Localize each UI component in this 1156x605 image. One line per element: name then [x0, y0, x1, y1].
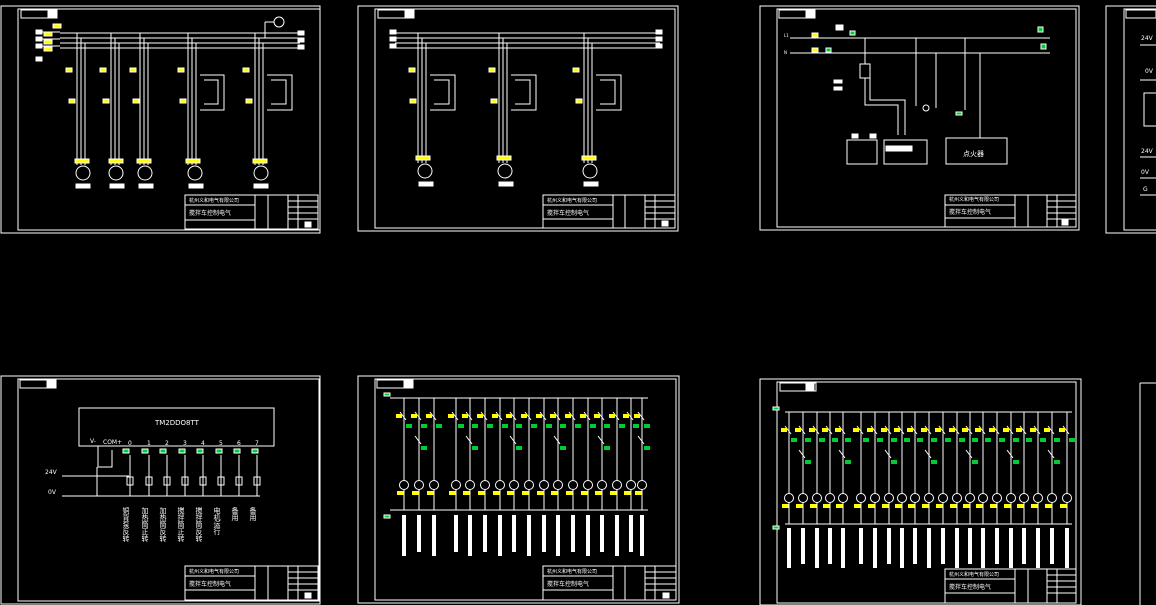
sheet-5-company: 杭州义和电气有限公司: [189, 568, 239, 575]
sheet-3-company: 杭州义和电气有限公司: [949, 196, 999, 203]
plc-output-0: 铜背泵反转: [122, 506, 130, 543]
sheet-4-24v-top: 24V: [1141, 35, 1154, 42]
sheet-6-drawing-title: 搅拌车控制电气: [547, 580, 589, 588]
plc-output-6: 备用: [231, 506, 239, 522]
sheet-6-company: 杭州义和电气有限公司: [547, 568, 597, 575]
plc-terminal-5: 5: [219, 440, 223, 447]
sheet-2-power-circuit[interactable]: [357, 5, 679, 232]
plc-terminal-2: 2: [165, 440, 169, 447]
sheet-5-drawing-title: 搅拌车控制电气: [189, 580, 231, 588]
sheet-3-igniter-label: 点火器: [963, 150, 984, 158]
sheet-2-company: 杭州义和电气有限公司: [547, 197, 597, 204]
sheet-7-drawing-title: 搅拌车控制电气: [949, 583, 991, 591]
plc-terminal-0: 0: [128, 440, 132, 447]
plc-terminal-4: 4: [201, 440, 205, 447]
sheet-1-company: 杭州义和电气有限公司: [189, 197, 239, 204]
plc-output-1: 加热筒正转: [141, 506, 149, 543]
sheet-3-line-l: L1: [784, 33, 789, 38]
sheet-4-0v-top: 0V: [1145, 68, 1154, 75]
plc-output-7: 备用: [249, 506, 257, 522]
sheet-6-relay-ladder[interactable]: [357, 375, 680, 604]
sheet-3-line-n: N: [784, 50, 787, 55]
plc-output-5: 电机运行: [213, 506, 221, 536]
plc-v-minus: V-: [90, 438, 96, 445]
plc-24v: 24V: [45, 469, 58, 476]
sheet-8-partial[interactable]: [1139, 382, 1156, 605]
plc-output-3: 搅拌筒正转: [177, 506, 185, 543]
sheet-1-drawing-title: 搅拌车控制电气: [189, 209, 231, 217]
sheet-3-igniter-circuit[interactable]: [759, 5, 1080, 231]
sheet-2-drawing-title: 搅拌车控制电气: [547, 209, 589, 217]
sheet-1-main-power[interactable]: [0, 5, 321, 234]
plc-0v: 0V: [48, 489, 57, 496]
plc-terminal-1: 1: [147, 440, 151, 447]
sheet-4-0v-bottom: 0V: [1141, 169, 1150, 176]
sheet-7-company: 杭州义和电气有限公司: [949, 571, 999, 578]
sheet-4-24v-bottom: 24V: [1141, 148, 1154, 155]
sheet-5-plc-output-module[interactable]: [0, 375, 321, 605]
plc-terminal-7: 7: [255, 440, 259, 447]
sheet-3-drawing-title: 搅拌车控制电气: [949, 208, 991, 216]
plc-terminal-3: 3: [183, 440, 187, 447]
plc-module-title: TM2DDO8TT: [154, 419, 200, 427]
plc-output-2: 加热筒反转: [159, 506, 167, 543]
plc-output-4: 搅拌筒反转: [195, 506, 203, 543]
sheet-4-g-label: G: [1143, 186, 1148, 193]
plc-com: COM+: [103, 439, 122, 446]
sheet-7-relay-ladder[interactable]: [759, 378, 1082, 605]
plc-terminal-6: 6: [237, 440, 241, 447]
sheet-4-partial[interactable]: [1105, 5, 1156, 234]
